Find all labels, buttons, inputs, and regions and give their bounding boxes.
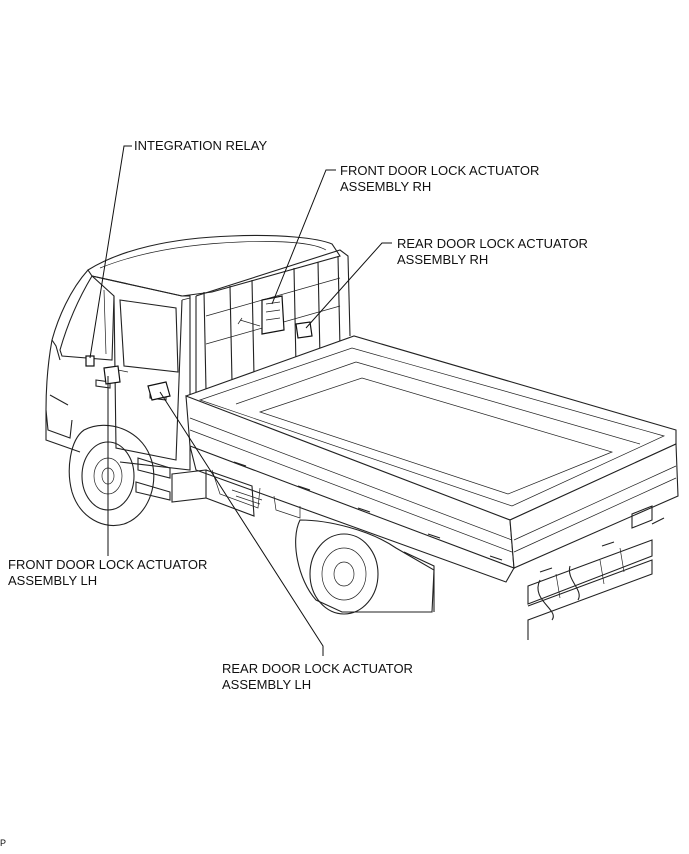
cab-guard bbox=[195, 249, 351, 392]
leader-lines bbox=[89, 145, 392, 656]
rear-door-lock-actuator-lh-label: REAR DOOR LOCK ACTUATOR ASSEMBLY LH bbox=[222, 661, 413, 692]
rear-door-lock-actuator-rh-label: REAR DOOR LOCK ACTUATOR ASSEMBLY RH bbox=[397, 236, 588, 267]
integration-relay-label: INTEGRATION RELAY bbox=[134, 138, 268, 153]
cargo-bed bbox=[171, 335, 679, 640]
front-door-lock-actuator-rh-label: FRONT DOOR LOCK ACTUATOR ASSEMBLY RH bbox=[340, 163, 540, 194]
front-wheel bbox=[68, 424, 155, 526]
front-door-lock-actuator-lh-label: FRONT DOOR LOCK ACTUATOR ASSEMBLY LH bbox=[8, 557, 208, 588]
rear-door-lock-actuator-lh-part bbox=[147, 381, 171, 401]
page-code: P bbox=[0, 838, 7, 848]
rear-wheel bbox=[295, 519, 435, 615]
